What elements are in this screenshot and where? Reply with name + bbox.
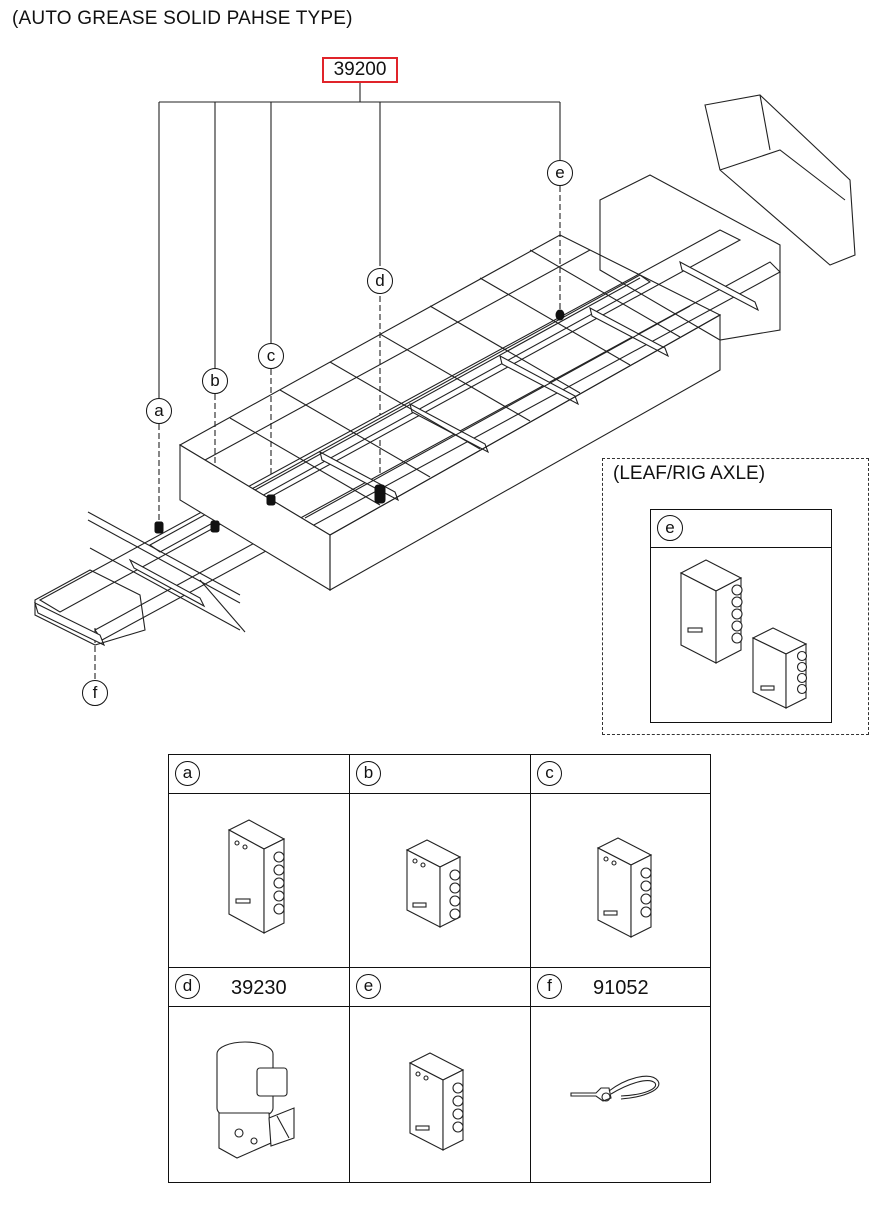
callout-b[interactable]: b (202, 368, 228, 394)
grease-pump-illustration (216, 1041, 295, 1159)
cable-tie-illustration (570, 1075, 660, 1102)
callout-a[interactable]: a (146, 398, 172, 424)
cell-callout-c: c (537, 761, 562, 786)
distributor-block-medium-illustration (408, 1052, 465, 1151)
grease-point-e (555, 309, 565, 321)
leaf-callout-e[interactable]: e (657, 515, 683, 541)
callout-c[interactable]: c (258, 343, 284, 369)
assembly-part-number[interactable]: 39200 (322, 57, 398, 83)
cell-callout-b: b (356, 761, 381, 786)
cell-part-number-f: 91052 (593, 977, 649, 999)
parts-cell-b[interactable]: b (350, 755, 531, 968)
grease-point-b (210, 520, 220, 533)
ladder-frame (34, 94, 856, 647)
cell-callout-f: f (537, 974, 562, 999)
parts-table: a b (168, 754, 711, 1183)
leaf-rig-axle-panel: e (650, 509, 832, 723)
parts-cell-e[interactable]: e (350, 968, 531, 1182)
distributor-block-pair-illustration (679, 559, 808, 709)
parts-cell-a[interactable]: a (169, 755, 350, 968)
cell-part-number-d: 39230 (231, 977, 287, 999)
cell-callout-e: e (356, 974, 381, 999)
cell-callout-d: d (175, 974, 200, 999)
chassis-frame-drawing (34, 83, 856, 679)
parts-cell-f[interactable]: f 91052 (531, 968, 710, 1182)
grease-point-a (154, 521, 164, 534)
leaf-rig-axle-inset: (LEAF/RIG AXLE) e (602, 458, 869, 735)
cell-callout-a: a (175, 761, 200, 786)
callout-f[interactable]: f (82, 680, 108, 706)
grease-point-d (374, 484, 386, 504)
leaf-rig-axle-title: (LEAF/RIG AXLE) (613, 463, 766, 484)
grease-point-c (266, 494, 276, 506)
distributor-block-medium-illustration (596, 837, 653, 938)
parts-cell-d[interactable]: d 39230 (169, 968, 350, 1182)
distributor-block-large-illustration (227, 819, 286, 934)
callout-e[interactable]: e (547, 160, 573, 186)
page-title: (AUTO GREASE SOLID PAHSE TYPE) (12, 8, 353, 29)
distributor-block-medium-illustration (405, 839, 462, 928)
parts-cell-c[interactable]: c (531, 755, 710, 968)
callout-d[interactable]: d (367, 268, 393, 294)
